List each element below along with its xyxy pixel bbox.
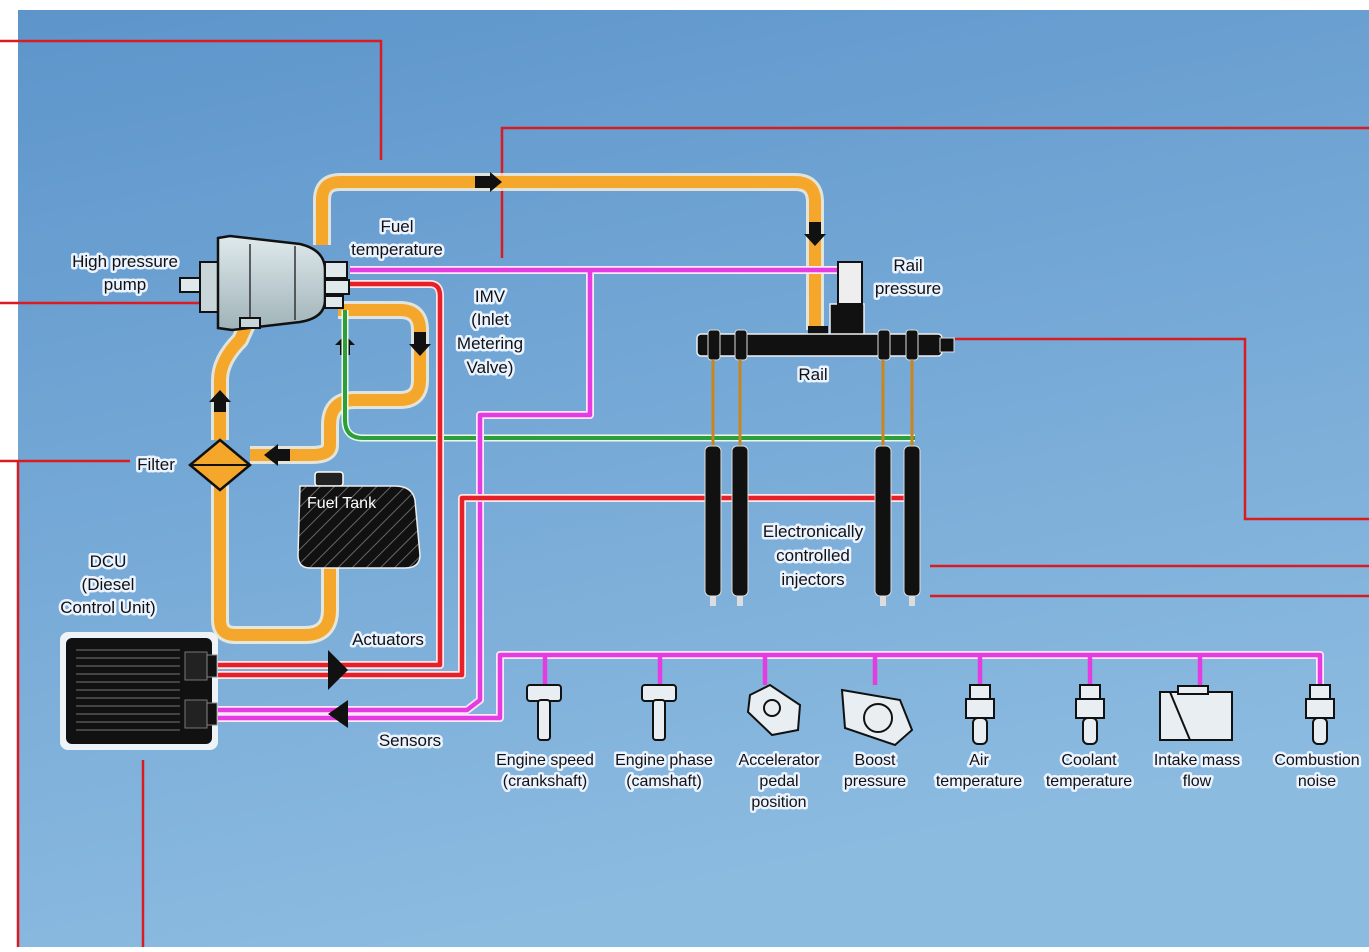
imv-label-line1: IMV [475, 287, 506, 306]
rail-pressure-label-line1: Rail [893, 256, 922, 275]
coolant-sensor-icon [1075, 684, 1105, 745]
pedal-sensor-icon [746, 683, 802, 737]
sensor-accelerator-line2: pedal [759, 773, 798, 790]
high-pressure-pump-label-line2: pump [104, 275, 147, 294]
crank-sensor-icon [526, 684, 562, 741]
sensor-wires [215, 266, 1324, 722]
rail [696, 261, 955, 361]
sensor-air-temp-line1: Air [969, 752, 989, 769]
actuators-label: Actuators [352, 630, 424, 649]
sensor-engine-speed-line1: Engine speed [496, 752, 594, 769]
air-temp-sensor-icon [965, 684, 995, 745]
sensor-maf-line1: Intake mass [1154, 752, 1240, 769]
callout-lines [0, 39, 1369, 947]
flow-arrow-left-icon [264, 444, 290, 466]
sensor-engine-phase-line1: Engine phase [615, 752, 713, 769]
sensor-engine-speed-line2: (crankshaft) [503, 773, 587, 790]
flow-arrow-right-icon [475, 172, 502, 192]
filter [188, 438, 252, 492]
sensor-boost-line2: pressure [844, 773, 906, 790]
dcu [60, 632, 218, 750]
actuator-direction-icon [328, 650, 348, 690]
flow-arrows [209, 172, 826, 466]
high-pressure-pump [179, 234, 350, 332]
flow-arrow-down-icon [409, 332, 431, 356]
injectors [704, 360, 921, 606]
sensor-engine-phase-line2: (camshaft) [626, 773, 702, 790]
injectors-label-line2: controlled [776, 546, 850, 565]
sensor-accelerator-line3: position [751, 794, 806, 811]
filter-label: Filter [137, 455, 175, 474]
maf-sensor-icon [1159, 685, 1233, 741]
sensor-direction-icon [328, 700, 348, 728]
high-pressure-pump-label-line1: High pressure [72, 252, 178, 271]
text-labels: High pressure pump Fuel temperature IMV … [58, 215, 1362, 814]
imv-label-line4: Valve) [467, 358, 514, 377]
sensor-accelerator-line1: Accelerator [739, 752, 821, 769]
injector [874, 445, 892, 597]
dcu-label-line2: (Diesel [82, 575, 135, 594]
fuel-temperature-label-line1: Fuel [380, 217, 413, 236]
sensor-air-temp-line2: temperature [936, 773, 1022, 790]
sensor-knock-line1: Combustion [1274, 752, 1359, 769]
rail-label: Rail [798, 365, 827, 384]
dcu-label-line1: DCU [90, 552, 127, 571]
diagram-background [18, 10, 1369, 947]
imv-label-line3: Metering [457, 334, 523, 353]
fuel-tank-label: Fuel Tank [307, 495, 377, 512]
sensor-boost-line1: Boost [855, 752, 896, 769]
knock-sensor-icon [1305, 684, 1335, 745]
flow-arrow-down-icon [804, 222, 826, 246]
boost-sensor-icon [840, 688, 914, 747]
sensor-maf-line2: flow [1183, 773, 1212, 790]
low-pressure-fuel-lines [211, 173, 824, 644]
sensor-icons [526, 683, 1335, 747]
injector [903, 445, 921, 597]
fuel-tank: Fuel Tank [297, 471, 421, 569]
sensor-knock-line2: noise [1298, 773, 1336, 790]
injectors-label-line3: injectors [781, 570, 844, 589]
cam-sensor-icon [641, 684, 677, 741]
sensor-coolant-line1: Coolant [1061, 752, 1117, 769]
imv-label-line2: (Inlet [471, 310, 509, 329]
sensor-coolant-line2: temperature [1046, 773, 1132, 790]
flow-arrow-up-icon [209, 390, 231, 412]
injector [731, 445, 749, 597]
injector [704, 445, 722, 597]
dcu-label-line3: Control Unit) [60, 598, 155, 617]
rail-pressure-label-line2: pressure [875, 279, 941, 298]
sensors-label: Sensors [379, 731, 441, 750]
return-line [341, 310, 915, 442]
fuel-temperature-label-line2: temperature [351, 240, 443, 259]
injectors-label-line1: Electronically [763, 522, 864, 541]
